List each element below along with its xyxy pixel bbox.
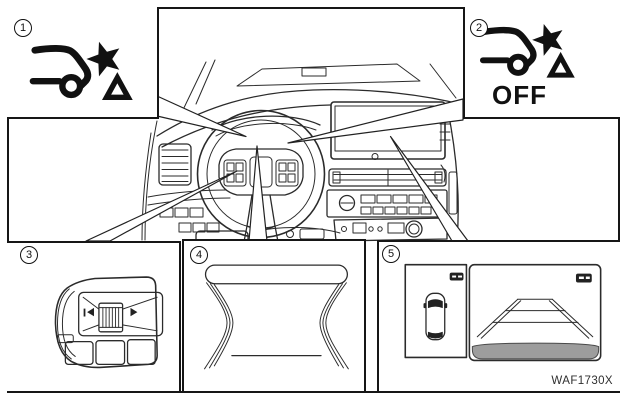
callout-box-2 (463, 7, 620, 119)
callout-marker-2: 2 (470, 19, 488, 37)
steering-ok-switch-icon (54, 276, 164, 369)
callout-marker-1: 1 (14, 19, 32, 37)
driver-side-dash (141, 120, 231, 241)
scroll-right-arrow-icon (130, 307, 138, 317)
center-air-vents (328, 168, 447, 187)
figure-code: WAF1730X (551, 375, 613, 387)
callout-box-4 (182, 239, 366, 391)
driver-air-vent-slats (161, 149, 189, 182)
steering-switch-pads (223, 159, 299, 187)
callout-marker-3: 3 (20, 246, 38, 264)
birdseye-car-icon (423, 299, 448, 339)
camera-view-badge-icons (449, 272, 592, 283)
scroll-left-arrow-icon (87, 307, 94, 317)
callout-box-5 (377, 240, 620, 391)
callout-marker-4: 4 (190, 246, 208, 264)
climate-controls (333, 217, 448, 242)
leader-line-4 (248, 145, 268, 242)
callout-marker-5: 5 (382, 245, 400, 263)
callout-box-1 (7, 7, 159, 119)
callout-box-3: OK (7, 241, 181, 391)
display-outline-icon (204, 264, 349, 370)
bumper-strip (471, 342, 600, 360)
center-display (330, 101, 446, 160)
windshield-cowl (156, 59, 465, 148)
off-switch-label: OFF (492, 80, 547, 110)
rearview-camera-display-icon (404, 263, 602, 362)
leader-line-5 (389, 135, 469, 242)
